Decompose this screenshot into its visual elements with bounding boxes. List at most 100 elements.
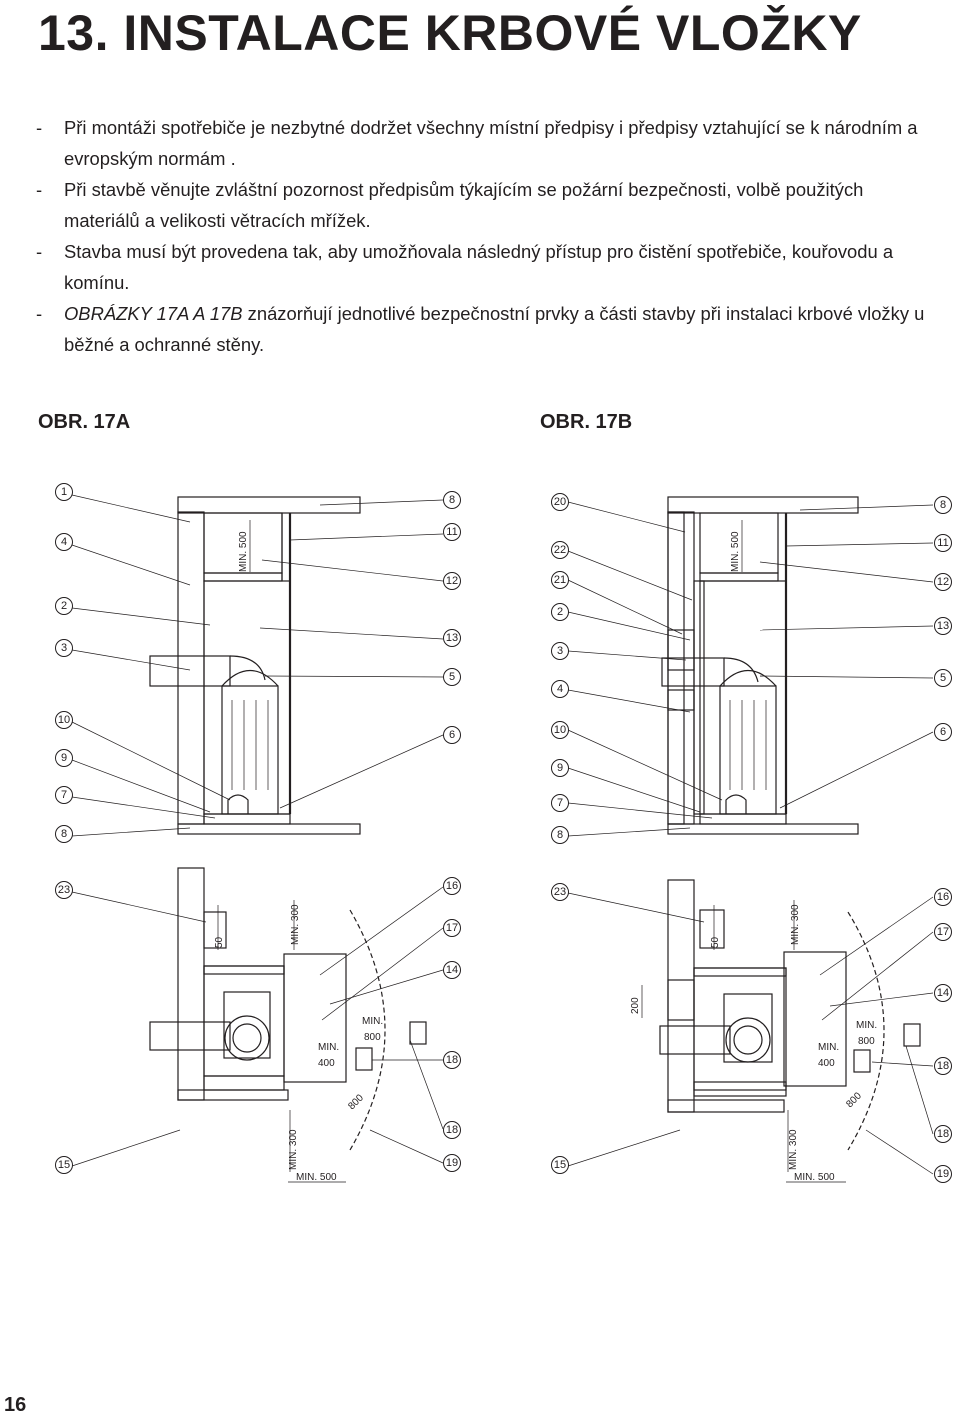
callout-circle: [551, 493, 569, 511]
callout-label: 23: [58, 884, 70, 896]
callout-circle: [55, 533, 73, 551]
callout-circle: [55, 786, 73, 804]
callout-number: 9: [551, 759, 569, 777]
callout-number: 11: [443, 523, 461, 541]
callout-number: 4: [55, 533, 73, 551]
callout-circle: [443, 919, 461, 937]
callout-label: 18: [937, 1060, 949, 1072]
callout-circle: [55, 749, 73, 767]
callout-circle: [443, 1121, 461, 1139]
callout-label: 18: [446, 1124, 458, 1136]
dim-label: MIN. 300: [290, 904, 301, 945]
callout-number: 15: [551, 1156, 569, 1174]
callout-circle: [443, 491, 461, 509]
callout-circle: [55, 711, 73, 729]
callout-number: 10: [551, 721, 569, 739]
callout-label: 14: [446, 964, 458, 976]
callout-number: 8: [55, 825, 73, 843]
callout-circle: [934, 1125, 952, 1143]
callout-label: 3: [61, 642, 67, 654]
callout-label: 16: [446, 880, 458, 892]
callout-number: 3: [55, 639, 73, 657]
callout-circle: [551, 1156, 569, 1174]
callout-label: 8: [61, 828, 67, 840]
callout-circle: [934, 669, 952, 687]
callout-circle: [934, 723, 952, 741]
callout-number: 23: [55, 881, 73, 899]
callout-label: 23: [554, 886, 566, 898]
callout-number: 20: [551, 493, 569, 511]
callout-circle: [443, 1051, 461, 1069]
callout-circle: [934, 1165, 952, 1183]
callout-circle: [551, 794, 569, 812]
callout-label: 15: [554, 1159, 566, 1171]
callout-number: 18: [443, 1051, 461, 1069]
figure-17a-plan: 50 MIN. 300 MIN. 800 MIN. 400 800 MIN. 3…: [149, 867, 427, 1183]
callout-label: 5: [940, 672, 946, 684]
callout-label: 9: [61, 752, 67, 764]
callout-circle: [934, 984, 952, 1002]
callout-label: 13: [937, 620, 949, 632]
callout-label: 16: [937, 891, 949, 903]
callout-number: 22: [551, 541, 569, 559]
instruction-item: -Stavba musí být provedena tak, aby umož…: [36, 241, 894, 293]
callout-number: 7: [55, 786, 73, 804]
callout-circle: [55, 1156, 73, 1174]
dim-label: 800: [346, 1092, 366, 1112]
callout-layer: 1423109788111213562022212341097881112135…: [55, 483, 952, 1183]
callout-number: 16: [934, 888, 952, 906]
callout-circle: [551, 642, 569, 660]
callout-label: 2: [557, 606, 563, 618]
callout-label: 9: [557, 762, 563, 774]
callout-number: 8: [443, 491, 461, 509]
callout-label: 20: [554, 496, 566, 508]
callout-number: 11: [934, 534, 952, 552]
callout-label: 15: [58, 1159, 70, 1171]
dim-label: 400: [818, 1058, 835, 1069]
callout-label: 4: [557, 683, 563, 695]
callout-circle: [55, 483, 73, 501]
dim-label: MIN. 500: [238, 531, 249, 572]
callout-circle: [934, 496, 952, 514]
callout-number: 6: [443, 726, 461, 744]
dim-label: MIN. 300: [788, 1129, 799, 1170]
callout-number: 8: [551, 826, 569, 844]
callout-label: 2: [61, 600, 67, 612]
callout-circle: [934, 534, 952, 552]
callout-number: 5: [443, 668, 461, 686]
dim-label: 800: [844, 1090, 864, 1110]
callout-circle: [443, 1154, 461, 1172]
callout-number: 13: [443, 629, 461, 647]
dim-label: MIN.: [818, 1042, 839, 1053]
callout-number: 12: [443, 572, 461, 590]
callout-number: 19: [443, 1154, 461, 1172]
dim-label: MIN. 300: [288, 1129, 299, 1170]
figure-reference: OBRÁZKY 17A A 17B: [64, 303, 243, 324]
callout-label: 18: [446, 1054, 458, 1066]
callout-label: 21: [554, 574, 566, 586]
callout-label: 10: [58, 714, 70, 726]
callout-circle: [551, 541, 569, 559]
dim-label: MIN. 300: [790, 904, 801, 945]
instruction-item: -Při montáži spotřebiče je nezbytné dodr…: [36, 117, 918, 169]
callout-circle: [443, 961, 461, 979]
callout-label: 10: [554, 724, 566, 736]
callout-circle: [55, 597, 73, 615]
callout-number: 6: [934, 723, 952, 741]
callout-number: 17: [443, 919, 461, 937]
dim-label: 200: [630, 997, 641, 1014]
callout-number: 17: [934, 923, 952, 941]
page-number: 16: [4, 1394, 27, 1416]
callout-number: 3: [551, 642, 569, 660]
callout-label: 1: [61, 486, 67, 498]
dim-label: 800: [364, 1032, 381, 1043]
callout-number: 2: [55, 597, 73, 615]
page-title: 13. INSTALACE KRBOVÉ VLOŽKY: [38, 5, 862, 61]
callout-circle: [551, 571, 569, 589]
leader-lines: [71, 494, 934, 1175]
dim-label: MIN. 500: [296, 1172, 337, 1183]
callout-circle: [443, 726, 461, 744]
callout-circle: [55, 825, 73, 843]
callout-label: 3: [557, 645, 563, 657]
callout-circle: [443, 572, 461, 590]
